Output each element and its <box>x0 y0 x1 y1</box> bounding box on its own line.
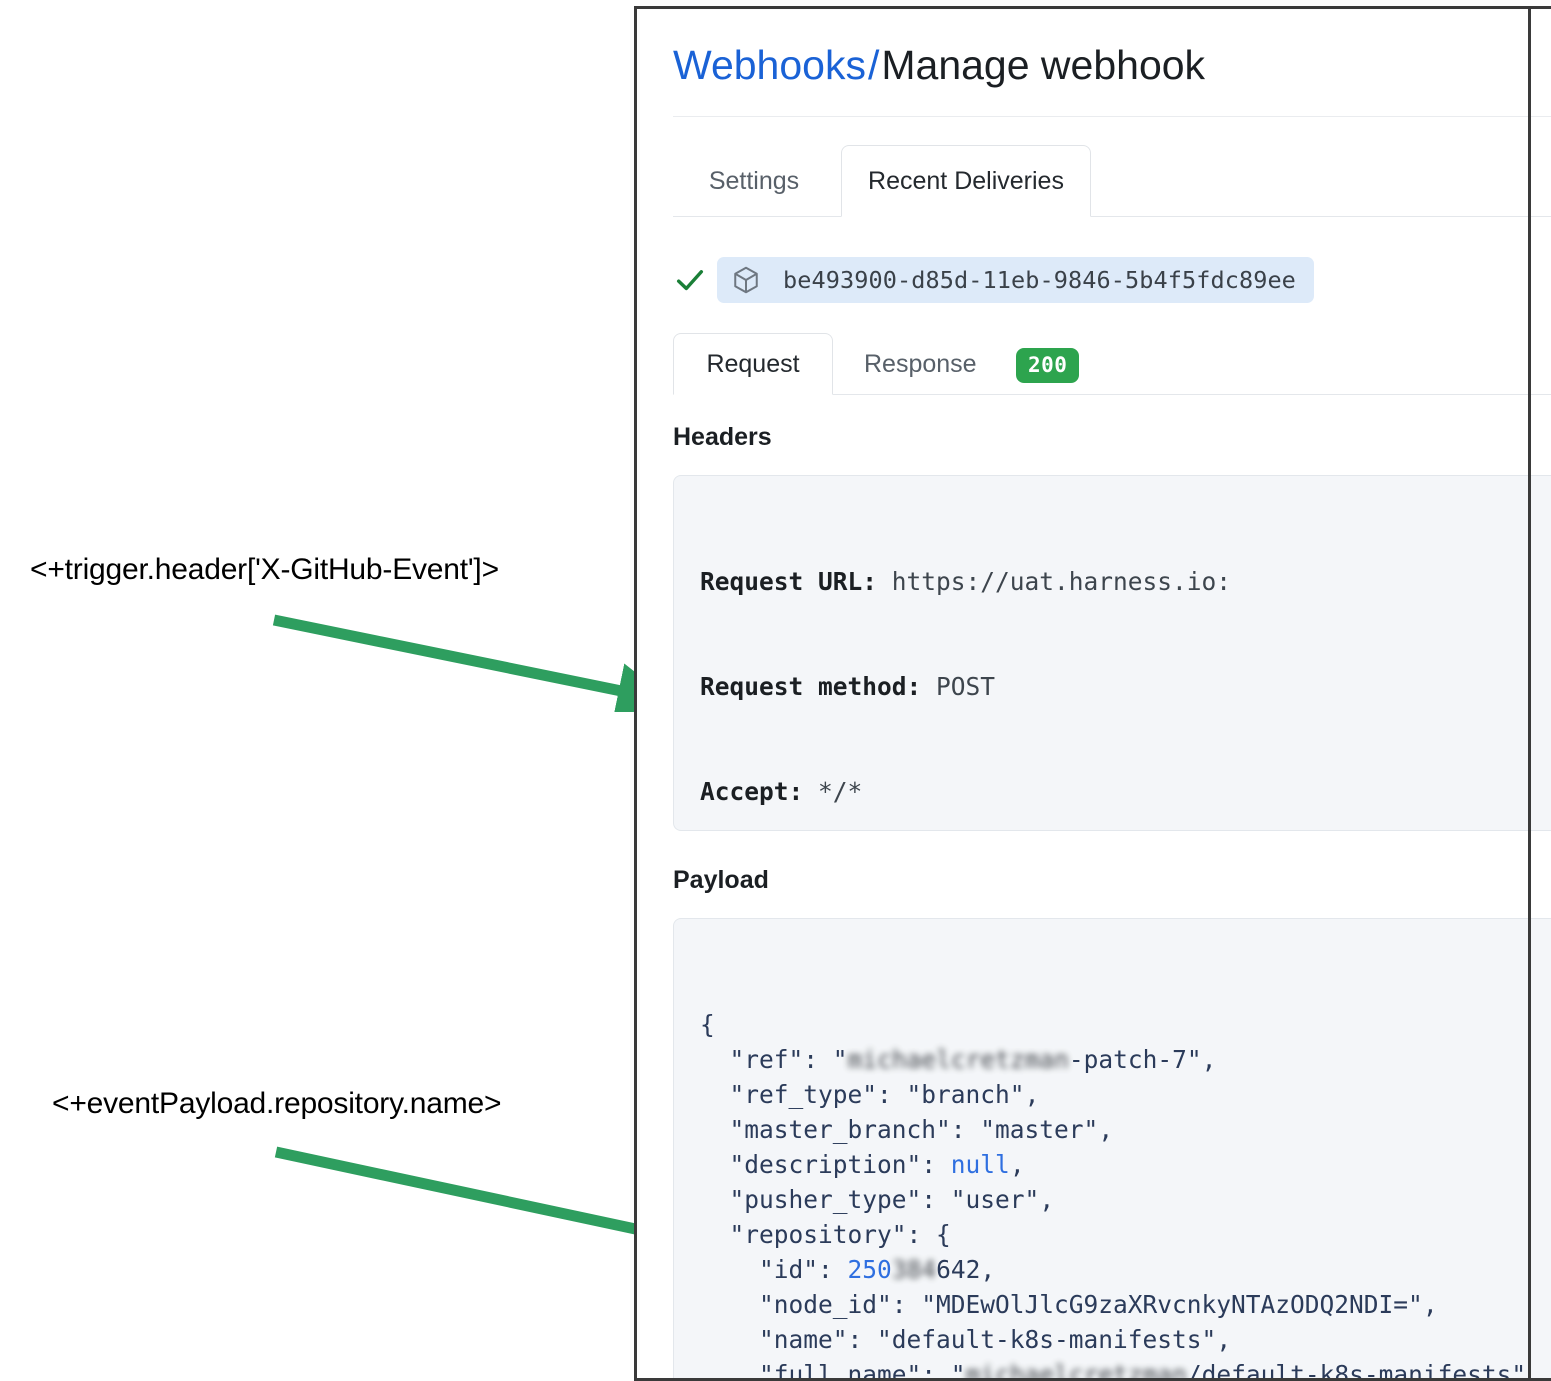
payload-code-block: { "ref": "michaelcretzman-patch-7", "ref… <box>673 918 1551 1378</box>
header-key: Request URL: <box>700 567 878 596</box>
header-value: */* <box>818 777 863 806</box>
breadcrumb-webhooks-link[interactable]: Webhooks <box>673 42 866 88</box>
page-title: Webhooks/Manage webhook <box>673 39 1205 91</box>
tab-response[interactable]: Response <box>839 333 1079 395</box>
panel-right-border <box>1528 6 1531 1381</box>
payload-line: "description": null, <box>729 1150 1025 1179</box>
header-key: Request method: <box>700 672 922 701</box>
delivery-id-text: be493900-d85d-11eb-9846-5b4f5fdc89ee <box>783 266 1296 294</box>
top-tabs-underline <box>673 216 1551 217</box>
payload-line: "ref_type": "branch", <box>729 1080 1040 1109</box>
payload-line: { <box>700 1010 715 1039</box>
title-divider <box>673 116 1551 117</box>
delivery-row: be493900-d85d-11eb-9846-5b4f5fdc89ee <box>673 257 1314 303</box>
status-badge: 200 <box>1016 348 1080 383</box>
payload-line: "master_branch": "master", <box>729 1115 1114 1144</box>
payload-json: { "ref": "michaelcretzman-patch-7", "ref… <box>700 1007 1551 1378</box>
breadcrumb-separator: / <box>867 42 880 88</box>
webhook-window-panel: Webhooks/Manage webhook Settings Recent … <box>634 6 1551 1381</box>
header-value: POST <box>936 672 996 701</box>
payload-line: "id": 250384642, <box>759 1255 996 1284</box>
annotation-label-trigger-header: <+trigger.header['X-GitHub-Event']> <box>30 553 499 586</box>
delivery-id-chip[interactable]: be493900-d85d-11eb-9846-5b4f5fdc89ee <box>717 257 1314 303</box>
annotation-arrow-to-header <box>272 614 670 712</box>
tab-recent-deliveries-label: Recent Deliveries <box>868 166 1064 195</box>
header-row: Accept: */* <box>700 774 1551 809</box>
headers-heading: Headers <box>673 423 772 451</box>
tab-request[interactable]: Request <box>673 333 833 395</box>
tab-settings[interactable]: Settings <box>673 145 835 217</box>
tab-request-label: Request <box>706 349 800 378</box>
payload-heading: Payload <box>673 866 769 894</box>
cube-icon <box>734 266 758 294</box>
header-row: Request URL: https://uat.harness.io: <box>700 564 1551 599</box>
header-value: https://uat.harness.io: <box>891 567 1232 596</box>
breadcrumb-current: Manage webhook <box>881 42 1206 88</box>
annotation-label-event-payload: <+eventPayload.repository.name> <box>52 1087 502 1120</box>
check-icon <box>676 270 704 291</box>
payload-line: "full_name": "michaelcretzman/default-k8… <box>759 1360 1541 1378</box>
header-key: Accept: <box>700 777 804 806</box>
headers-code-block: Request URL: https://uat.harness.io: Req… <box>673 475 1551 831</box>
payload-line: "ref": "michaelcretzman-patch-7", <box>729 1045 1217 1074</box>
tab-settings-label: Settings <box>708 166 800 195</box>
payload-line: "repository": { <box>729 1220 951 1249</box>
header-row: Request method: POST <box>700 669 1551 704</box>
payload-line: "pusher_type": "user", <box>729 1185 1055 1214</box>
payload-line: "node_id": "MDEwOlJlcG9zaXRvcnkyNTAzODQ2… <box>759 1290 1438 1319</box>
tab-response-label: Response <box>864 349 977 378</box>
payload-line: "name": "default-k8s-manifests", <box>759 1325 1232 1354</box>
request-tabs-underline <box>673 394 1551 395</box>
tab-recent-deliveries[interactable]: Recent Deliveries <box>841 145 1091 217</box>
